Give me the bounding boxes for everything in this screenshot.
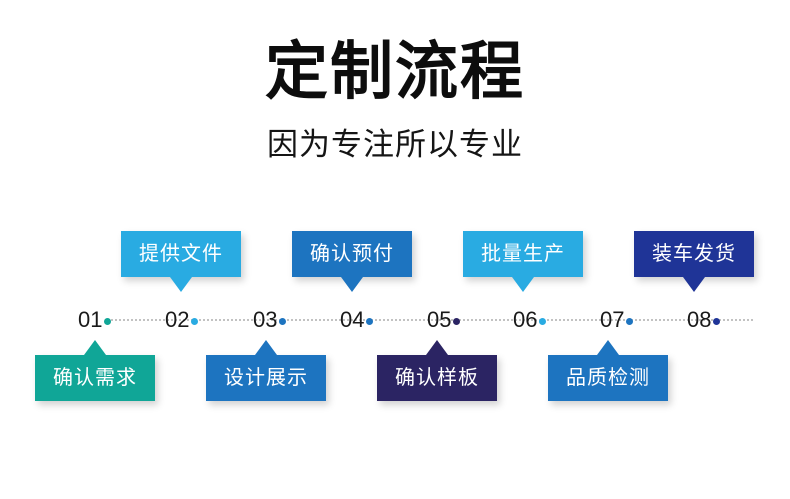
process-step-pointer-icon (255, 340, 277, 355)
timeline-tick-number: 02 (165, 307, 190, 332)
process-timeline: 01 02 03 04 05 06 07 08 (0, 300, 790, 340)
timeline-dotted-line (108, 319, 753, 321)
process-step-label: 装车发货 (634, 231, 754, 277)
timeline-tick-04[interactable]: 04 (340, 300, 374, 340)
process-step-label: 确认需求 (35, 355, 155, 401)
timeline-dot-icon (713, 318, 721, 325)
timeline-tick-07[interactable]: 07 (600, 300, 634, 340)
process-step-02[interactable]: 提供文件 (121, 231, 241, 292)
page-title: 定制流程 (265, 37, 525, 107)
timeline-tick-02[interactable]: 02 (165, 300, 199, 340)
timeline-dot-icon (279, 318, 287, 325)
process-step-05[interactable]: 确认样板 (377, 340, 497, 401)
process-step-pointer-icon (512, 277, 534, 292)
timeline-tick-08[interactable]: 08 (687, 300, 721, 340)
page-subtitle: 因为专注所以专业 (267, 127, 523, 162)
timeline-dot-icon (366, 318, 374, 325)
process-step-pointer-icon (84, 340, 106, 355)
process-step-03[interactable]: 设计展示 (206, 340, 326, 401)
timeline-dot-icon (626, 318, 634, 325)
process-step-08[interactable]: 装车发货 (634, 231, 754, 292)
process-step-01[interactable]: 确认需求 (35, 340, 155, 401)
process-step-label: 确认预付 (292, 231, 412, 277)
process-step-pointer-icon (426, 340, 448, 355)
process-step-label: 确认样板 (377, 355, 497, 401)
timeline-tick-number: 06 (513, 307, 538, 332)
process-step-pointer-icon (170, 277, 192, 292)
process-step-06[interactable]: 批量生产 (463, 231, 583, 292)
process-step-pointer-icon (341, 277, 363, 292)
timeline-tick-number: 03 (253, 307, 278, 332)
timeline-dot-icon (191, 318, 199, 325)
timeline-tick-number: 08 (687, 307, 712, 332)
timeline-tick-number: 04 (340, 307, 365, 332)
timeline-dot-icon (104, 318, 112, 325)
timeline-tick-number: 01 (78, 307, 103, 332)
process-step-07[interactable]: 品质检测 (548, 340, 668, 401)
timeline-tick-06[interactable]: 06 (513, 300, 547, 340)
process-step-label: 品质检测 (548, 355, 668, 401)
process-step-pointer-icon (597, 340, 619, 355)
timeline-tick-number: 07 (600, 307, 625, 332)
process-step-label: 设计展示 (206, 355, 326, 401)
timeline-tick-number: 05 (427, 307, 452, 332)
timeline-tick-03[interactable]: 03 (253, 300, 287, 340)
process-step-label: 提供文件 (121, 231, 241, 277)
timeline-dot-icon (453, 318, 461, 325)
process-step-pointer-icon (683, 277, 705, 292)
process-step-label: 批量生产 (463, 231, 583, 277)
timeline-dot-icon (539, 318, 547, 325)
timeline-tick-05[interactable]: 05 (427, 300, 461, 340)
process-step-04[interactable]: 确认预付 (292, 231, 412, 292)
timeline-tick-01[interactable]: 01 (78, 300, 112, 340)
